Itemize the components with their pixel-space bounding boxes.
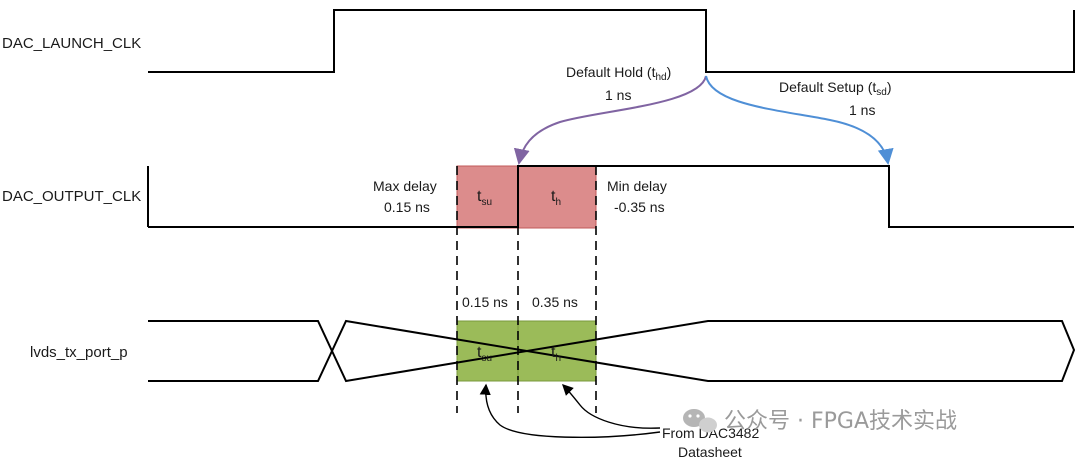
th-window-value: 0.35 ns	[532, 294, 578, 310]
source-note-line2: Datasheet	[678, 444, 742, 460]
tsu-box-label-output: tsu	[477, 188, 492, 208]
launch-clk-label: DAC_LAUNCH_CLK	[2, 35, 141, 52]
tsu-box-label-lvds: tsu	[477, 344, 492, 364]
min-delay-label: Min delay	[607, 178, 667, 194]
hold-value: 1 ns	[605, 87, 631, 103]
setup-value: 1 ns	[849, 102, 875, 118]
tsu-window-output	[456, 165, 519, 229]
setup-arrow	[705, 75, 894, 165]
hold-label: Default Hold (thd)	[566, 64, 671, 83]
source-note-line1: From DAC3482	[662, 425, 759, 441]
wechat-icon	[683, 409, 717, 433]
max-delay-value: 0.15 ns	[384, 199, 430, 215]
lvds-data-waveform	[148, 319, 1076, 383]
output-clk-label: DAC_OUTPUT_CLK	[2, 188, 141, 205]
tsu-window-value: 0.15 ns	[462, 294, 508, 310]
min-delay-value: -0.35 ns	[614, 199, 665, 215]
launch-clk-waveform	[148, 9, 1075, 73]
setup-label: Default Setup (tsd)	[779, 79, 892, 98]
th-box-label-lvds: th	[551, 344, 561, 364]
lvds-label: lvds_tx_port_p	[30, 344, 128, 361]
output-clk-waveform	[147, 165, 1074, 228]
hold-arrow	[513, 75, 707, 165]
watermark-text: 公众号 · FPGA技术实战	[724, 409, 957, 434]
datasheet-arrow-th	[562, 384, 661, 429]
tsu-window-lvds	[456, 320, 519, 382]
th-window-output	[517, 165, 597, 229]
datasheet-arrow-tsu	[479, 383, 661, 438]
th-box-label-output: th	[551, 188, 561, 208]
max-delay-label: Max delay	[373, 178, 437, 194]
